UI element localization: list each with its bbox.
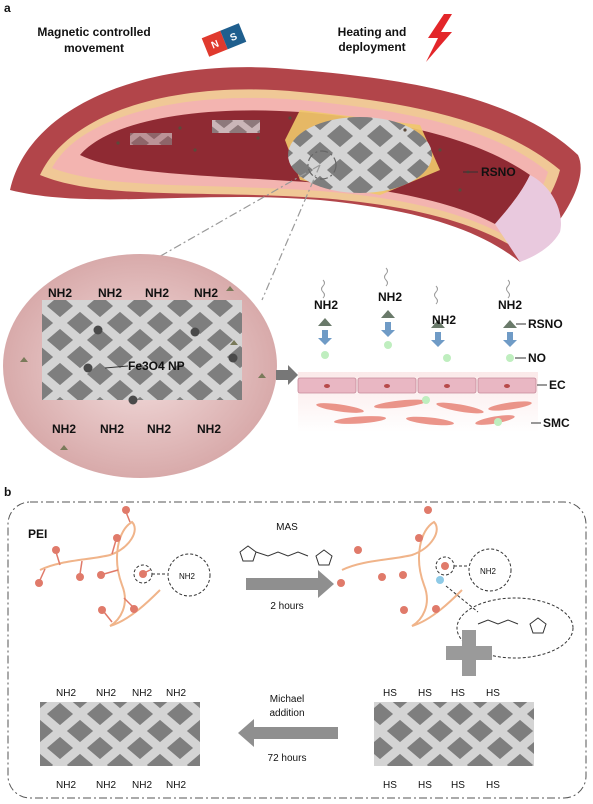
- ec-label: EC: [549, 378, 566, 392]
- svg-text:NH2: NH2: [314, 298, 338, 312]
- michael-label: Michael: [270, 694, 304, 705]
- svg-text:NH2: NH2: [96, 688, 116, 699]
- mas-structure: [239, 545, 333, 566]
- deployed-stent: [285, 110, 440, 195]
- stent-right-bottom-labels: HS HS HS HS: [383, 780, 500, 791]
- svg-text:NH2: NH2: [132, 780, 152, 791]
- collapsed-stent-2: [212, 120, 260, 133]
- svg-text:NH2: NH2: [147, 422, 171, 436]
- nh2-circle-right: NH2: [480, 567, 497, 576]
- svg-text:NH2: NH2: [52, 422, 76, 436]
- magnetic-label: Magnetic controlled: [37, 25, 150, 39]
- stent-zoom-bubble: [3, 254, 277, 478]
- lightning-icon: [426, 14, 452, 62]
- stent-left: [40, 702, 200, 766]
- svg-text:NH2: NH2: [145, 286, 169, 300]
- fe3o4-label: Fe3O4 NP: [128, 359, 185, 373]
- rsno-right-label: RSNO: [528, 317, 563, 331]
- svg-text:HS: HS: [418, 780, 432, 791]
- magnetic-label-2: movement: [64, 41, 124, 55]
- no-label: NO: [528, 351, 546, 365]
- stent-nh2-bottom: NH2 NH2 NH2 NH2: [52, 422, 221, 436]
- svg-text:NH2: NH2: [166, 688, 186, 699]
- pei-polymer-left: [35, 506, 211, 627]
- svg-text:NH2: NH2: [378, 290, 402, 304]
- svg-text:NH2: NH2: [48, 286, 72, 300]
- svg-text:NH2: NH2: [56, 780, 76, 791]
- svg-text:HS: HS: [383, 780, 397, 791]
- collapsed-stent-1: [130, 133, 172, 145]
- svg-text:HS: HS: [418, 688, 432, 699]
- right-arrow-icon: [276, 365, 298, 385]
- right-nh2-labels: NH2 NH2 NH2 NH2: [314, 290, 522, 327]
- pei-polymer-right: [337, 506, 574, 659]
- panel-b-label: b: [4, 485, 11, 499]
- svg-text:NH2: NH2: [132, 688, 152, 699]
- svg-text:N: N: [210, 39, 221, 52]
- svg-text:NH2: NH2: [56, 688, 76, 699]
- svg-text:HS: HS: [451, 780, 465, 791]
- stent-right-top-labels: HS HS HS HS: [383, 688, 500, 699]
- smc-label: SMC: [543, 416, 570, 430]
- svg-text:HS: HS: [451, 688, 465, 699]
- pei-label: PEI: [28, 527, 47, 541]
- heating-label: Heating and: [338, 25, 407, 39]
- addition-label: addition: [269, 708, 304, 719]
- svg-text:NH2: NH2: [194, 286, 218, 300]
- stent-right: [374, 702, 534, 766]
- rsno-label: RSNO: [481, 165, 516, 179]
- svg-text:NH2: NH2: [98, 286, 122, 300]
- svg-text:HS: HS: [486, 780, 500, 791]
- magnet-icon: N S: [201, 23, 247, 57]
- time-2h: 2 hours: [270, 601, 303, 612]
- svg-text:NH2: NH2: [96, 780, 116, 791]
- time-72h: 72 hours: [268, 753, 307, 764]
- mas-label: MAS: [276, 522, 298, 533]
- plus-icon: [446, 630, 492, 676]
- svg-text:NH2: NH2: [166, 780, 186, 791]
- svg-text:HS: HS: [486, 688, 500, 699]
- tissue-panel: [297, 267, 538, 432]
- stent-left-bottom-labels: NH2 NH2 NH2 NH2: [56, 780, 186, 791]
- svg-text:HS: HS: [383, 688, 397, 699]
- heating-label-2: deployment: [338, 40, 405, 54]
- svg-text:S: S: [229, 31, 240, 44]
- svg-text:NH2: NH2: [432, 313, 456, 327]
- svg-text:NH2: NH2: [197, 422, 221, 436]
- panel-a-label: a: [4, 1, 11, 15]
- stent-left-top-labels: NH2 NH2 NH2 NH2: [56, 688, 186, 699]
- panel-b-frame: [7, 501, 587, 799]
- svg-text:NH2: NH2: [498, 298, 522, 312]
- svg-text:NH2: NH2: [100, 422, 124, 436]
- nh2-circle-left: NH2: [179, 572, 196, 581]
- stent-nh2-top: NH2 NH2 NH2 NH2: [48, 286, 218, 300]
- forward-arrow-icon: [246, 570, 334, 598]
- backward-arrow-icon: [238, 719, 338, 747]
